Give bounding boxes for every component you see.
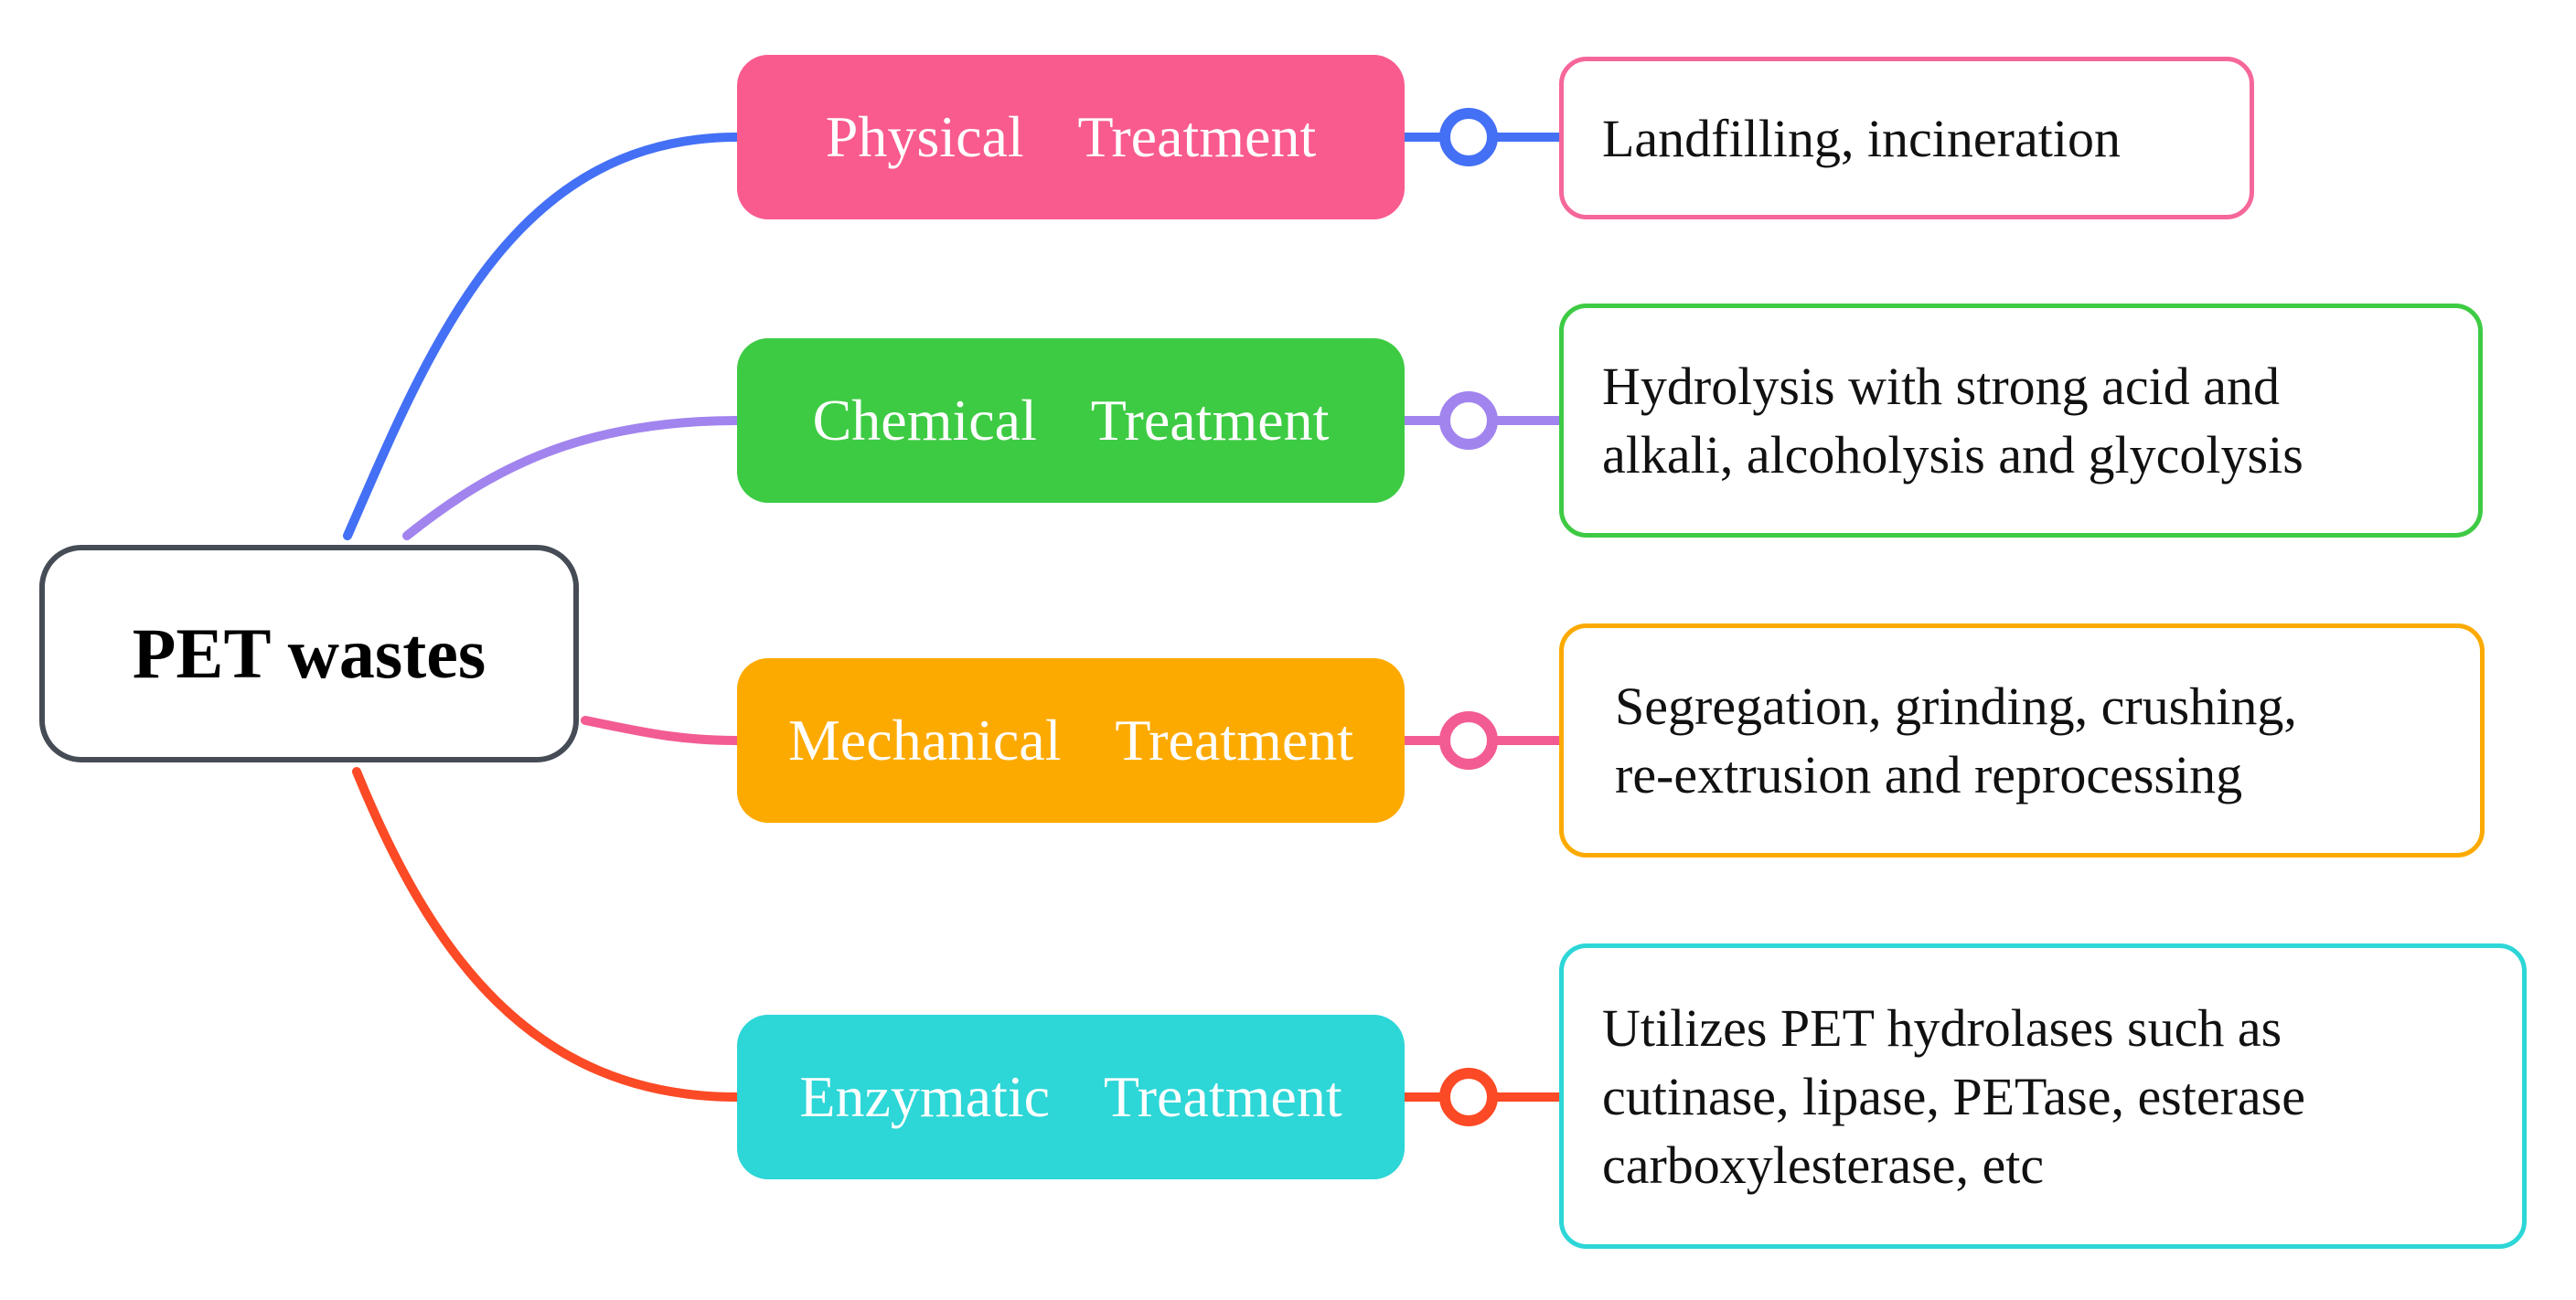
enzymatic-node-ring-icon — [1439, 1068, 1498, 1126]
mechanical-treatment-node: Mechanical Treatment — [737, 658, 1405, 823]
mechanical-detail-line-1: Segregation, grinding, crushing, — [1615, 677, 2297, 736]
root-to-physical-connector — [343, 133, 742, 540]
physical-node-ring-icon — [1439, 108, 1498, 166]
enzymatic-detail-line-2: cutinase, lipase, PETase, esterase — [1602, 1066, 2305, 1126]
root-label: PET wastes — [132, 613, 486, 693]
enzymatic-detail-line-1: Utilizes PET hydrolases such as — [1602, 997, 2282, 1058]
enzymatic-treatment-detail: Utilizes PET hydrolases such as cutinase… — [1559, 943, 2527, 1249]
chemical-treatment-node: Chemical Treatment — [737, 338, 1405, 503]
enzymatic-treatment-label: Enzymatic Treatment — [799, 1064, 1342, 1129]
mechanical-treatment-label: Mechanical Treatment — [787, 708, 1354, 773]
mechanical-detail-connector — [1405, 711, 1559, 770]
mechanical-node-ring-icon — [1439, 711, 1498, 770]
enzymatic-treatment-node: Enzymatic Treatment — [737, 1015, 1405, 1179]
mechanical-treatment-detail: Segregation, grinding, crushing, re-extr… — [1559, 623, 2485, 858]
chemical-treatment-detail: Hydrolysis with strong acid and alkali, … — [1559, 304, 2483, 538]
chemical-node-ring-icon — [1439, 391, 1498, 450]
root-to-enzymatic-connector — [352, 767, 742, 1102]
enzymatic-detail-connector — [1405, 1068, 1559, 1126]
physical-detail-connector — [1405, 108, 1559, 166]
chemical-detail-line-1: Hydrolysis with strong acid and — [1602, 357, 2281, 416]
root-to-mechanical-connector — [581, 716, 742, 745]
physical-treatment-detail: Landfilling, incineration — [1559, 57, 2254, 219]
mechanical-detail-line-2: re-extrusion and reprocessing — [1615, 745, 2243, 805]
root-node: PET wastes — [39, 545, 579, 762]
enzymatic-detail-line-3: carboxylesterase, etc — [1602, 1135, 2045, 1195]
chemical-detail-line-2: alkali, alcoholysis and glycolysis — [1602, 425, 2303, 485]
physical-detail-line-1: Landfilling, incineration — [1602, 108, 2121, 168]
physical-treatment-label: Physical Treatment — [825, 104, 1317, 169]
physical-treatment-node: Physical Treatment — [737, 55, 1405, 219]
chemical-detail-connector — [1405, 391, 1559, 450]
chemical-treatment-label: Chemical Treatment — [812, 388, 1330, 453]
root-to-chemical-connector — [402, 416, 742, 540]
